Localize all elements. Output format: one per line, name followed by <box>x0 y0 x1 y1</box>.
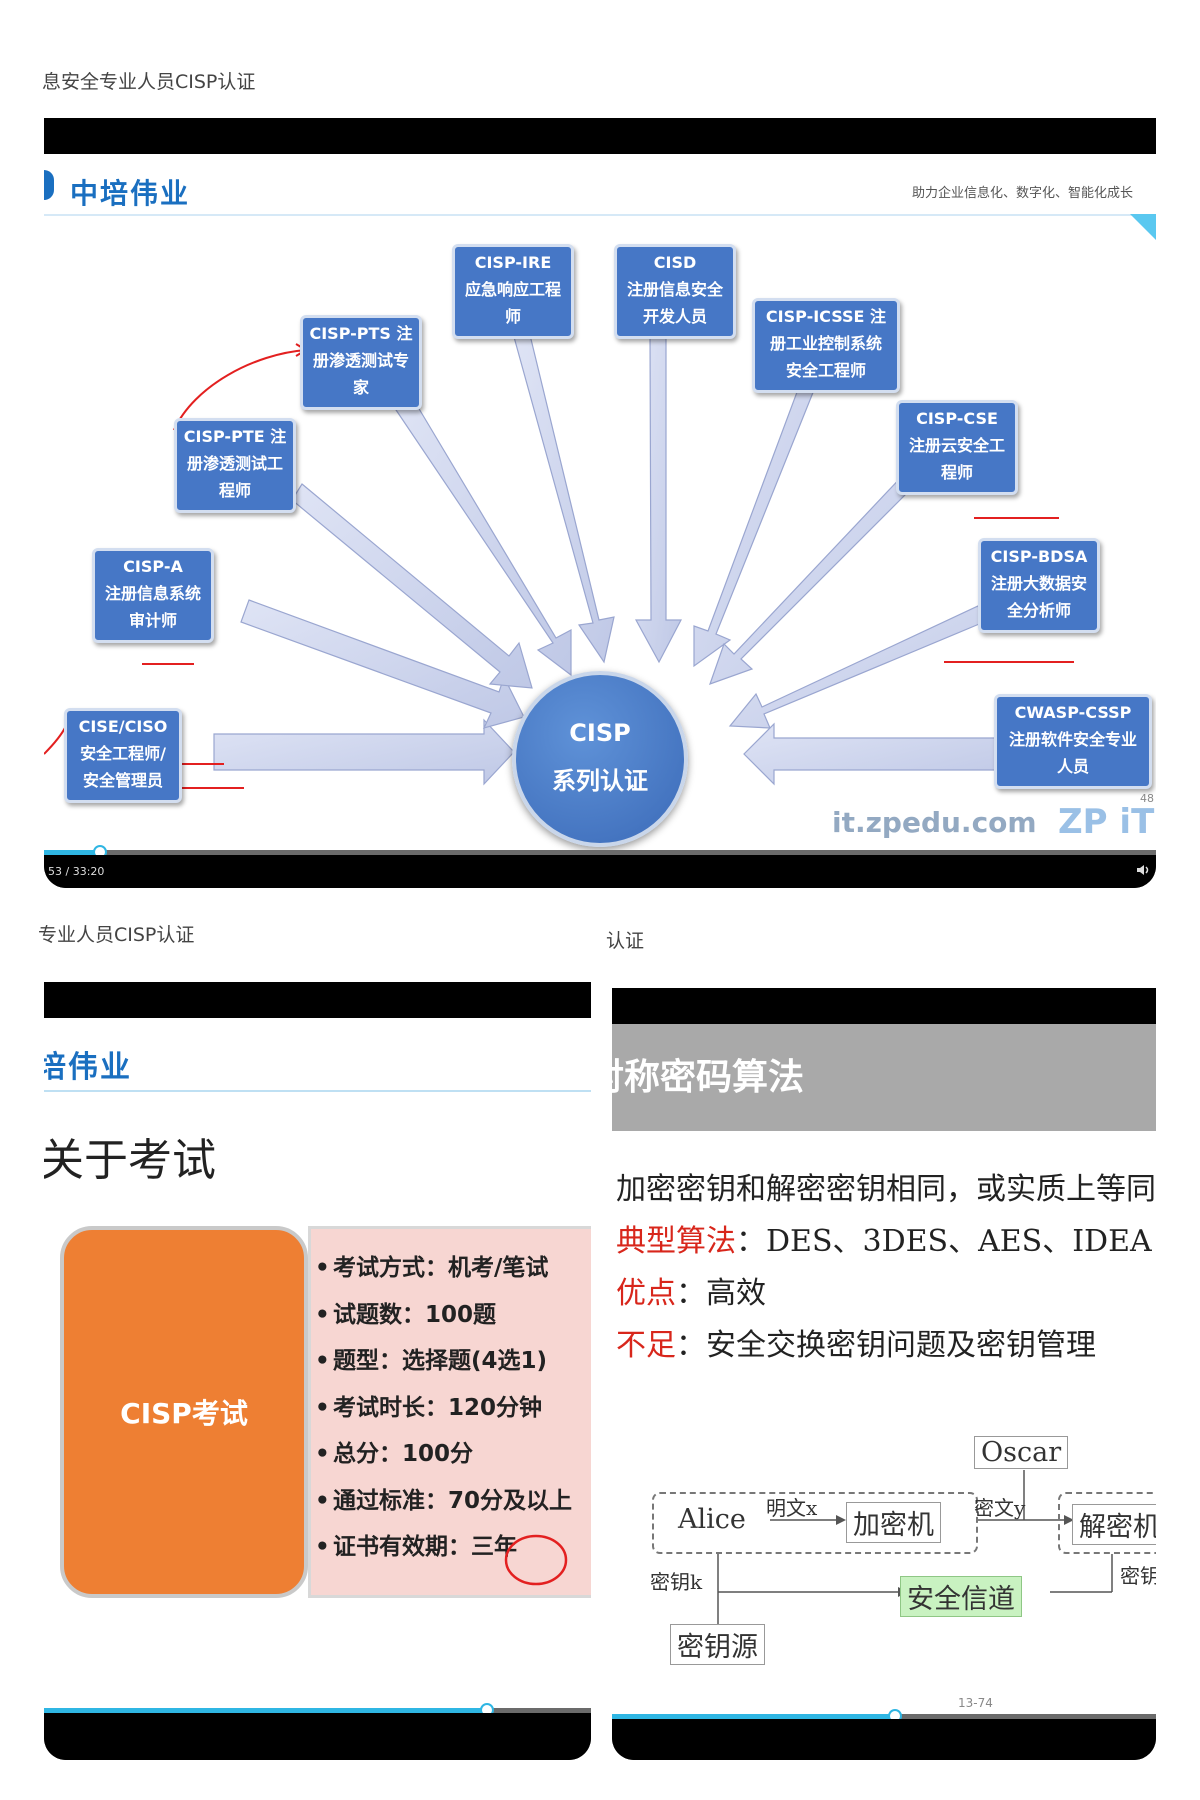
encryptor-node: 加密机 <box>846 1502 941 1543</box>
spoke-arrow <box>728 605 985 729</box>
key-source-node: 密钥源 <box>670 1624 765 1665</box>
bullet-line-2: 典型算法：DES、3DES、AES、IDEA <box>616 1224 1152 1259</box>
slide-symmetric-crypto: 对称密码算法 加密密钥和解密密钥相同，或实质上等同 典型算法：DES、3DES、… <box>612 1024 1156 1714</box>
brand-logo: 中培伟业 <box>70 177 191 210</box>
decryptor-node: 解密机 <box>1072 1504 1156 1545</box>
header-rule <box>44 1090 591 1092</box>
cisp-series-hub: CISP 系列认证 <box>512 671 688 847</box>
receiver-dashed-box <box>1058 1492 1156 1554</box>
cert-cisp-pte: CISP-PTE 注册渗透测试工程师 <box>174 418 296 513</box>
control-bar-3 <box>612 1719 1156 1760</box>
video-top-bar <box>44 982 591 1018</box>
video-title-3[interactable]: 认证 <box>606 930 645 952</box>
header-rule <box>44 214 1156 216</box>
video-top-bar <box>612 988 1156 1024</box>
list-item: 考试方式：机考/笔试 <box>311 1245 591 1292</box>
cert-cisp-pts: CISP-PTS 注册渗透测试专家 <box>300 315 422 410</box>
bullet-line-4: 不足：安全交换密钥问题及密钥管理 <box>616 1328 1096 1363</box>
volume-icon[interactable] <box>1136 863 1150 877</box>
bullet-line-3: 优点：高效 <box>616 1276 766 1311</box>
slide-page-number: 48 <box>1140 792 1154 805</box>
key-label-left: 密钥k <box>650 1570 703 1594</box>
video-title-2[interactable]: 专业人员CISP认证 <box>38 924 195 946</box>
cert-cisp-icsse: CISP-ICSSE 注册工业控制系统安全工程师 <box>752 298 900 393</box>
control-bar-2 <box>44 1713 591 1760</box>
ciphertext-label: 密文y <box>974 1496 1026 1520</box>
spoke-arrow <box>513 334 615 664</box>
slide-title: 对称密码算法 <box>612 1057 805 1098</box>
control-bar-1: 53 / 33:20 <box>44 855 1156 888</box>
slide-about-exam: 培伟业 关于考试 CISP考试 考试方式：机考/笔试 试题数：100题 题型：选… <box>44 1018 591 1708</box>
alice-node: Alice <box>672 1504 752 1535</box>
slide-title-band: 对称密码算法 <box>612 1024 1156 1131</box>
spoke-arrow <box>743 722 1005 786</box>
progress-fill <box>44 850 100 855</box>
slide-page-number: 13-74 <box>958 1696 993 1710</box>
oscar-node: Oscar <box>974 1436 1069 1469</box>
time-display: 53 / 33:20 <box>48 865 105 878</box>
video-title-1[interactable]: 息安全专业人员CISP认证 <box>42 71 256 93</box>
progress-fill <box>44 1708 488 1713</box>
exam-details-list: 考试方式：机考/笔试 试题数：100题 题型：选择题(4选1) 考试时长：120… <box>311 1245 591 1571</box>
key-label-right: 密钥 <box>1120 1564 1156 1588</box>
plaintext-label: 明文x <box>766 1496 818 1520</box>
spoke-arrows <box>213 334 1005 786</box>
slide-heading: 关于考试 <box>44 1135 216 1186</box>
list-item: 考试时长：120分钟 <box>311 1385 591 1432</box>
list-item: 题型：选择题(4选1) <box>311 1338 591 1385</box>
corner-accent <box>1130 214 1156 240</box>
list-item: 通过标准：70分及以上 <box>311 1478 591 1525</box>
spoke-arrow <box>240 599 525 729</box>
list-item: 总分：100分 <box>311 1431 591 1478</box>
zp-logo-mark: ZP iT <box>1058 802 1155 842</box>
slide-1-graphics <box>44 263 1074 789</box>
site-watermark: it.zpedu.com <box>832 806 1037 839</box>
video-top-bar <box>44 118 1156 154</box>
spoke-arrow <box>291 483 533 689</box>
brand-logo: 培伟业 <box>44 1050 132 1085</box>
spoke-arrow <box>709 471 917 685</box>
progress-fill <box>612 1714 895 1719</box>
spoke-arrow <box>693 383 815 668</box>
secure-channel-node: 安全信道 <box>900 1576 1022 1617</box>
list-item: 试题数：100题 <box>311 1292 591 1339</box>
slide-tagline: 助力企业信息化、数字化、智能化成长 <box>912 186 1134 201</box>
list-item: 证书有效期：三年 <box>311 1524 591 1571</box>
crypto-diagram-lines <box>717 1470 1113 1624</box>
video-player-3[interactable]: 对称密码算法 加密密钥和解密密钥相同，或实质上等同 典型算法：DES、3DES、… <box>612 988 1156 1760</box>
sender-dashed-box <box>652 1492 978 1554</box>
spoke-arrow <box>213 718 515 786</box>
spoke-arrow <box>391 391 572 677</box>
bullet-line-1: 加密密钥和解密密钥相同，或实质上等同 <box>616 1172 1156 1207</box>
video-player-2[interactable]: 培伟业 关于考试 CISP考试 考试方式：机考/笔试 试题数：100题 题型：选… <box>44 982 591 1760</box>
spoke-arrow <box>634 334 682 664</box>
brand-p-mark <box>44 170 54 200</box>
cisp-exam-box: CISP考试 <box>60 1226 308 1598</box>
exam-details-box: 考试方式：机考/笔试 试题数：100题 题型：选择题(4选1) 考试时长：120… <box>308 1226 591 1598</box>
